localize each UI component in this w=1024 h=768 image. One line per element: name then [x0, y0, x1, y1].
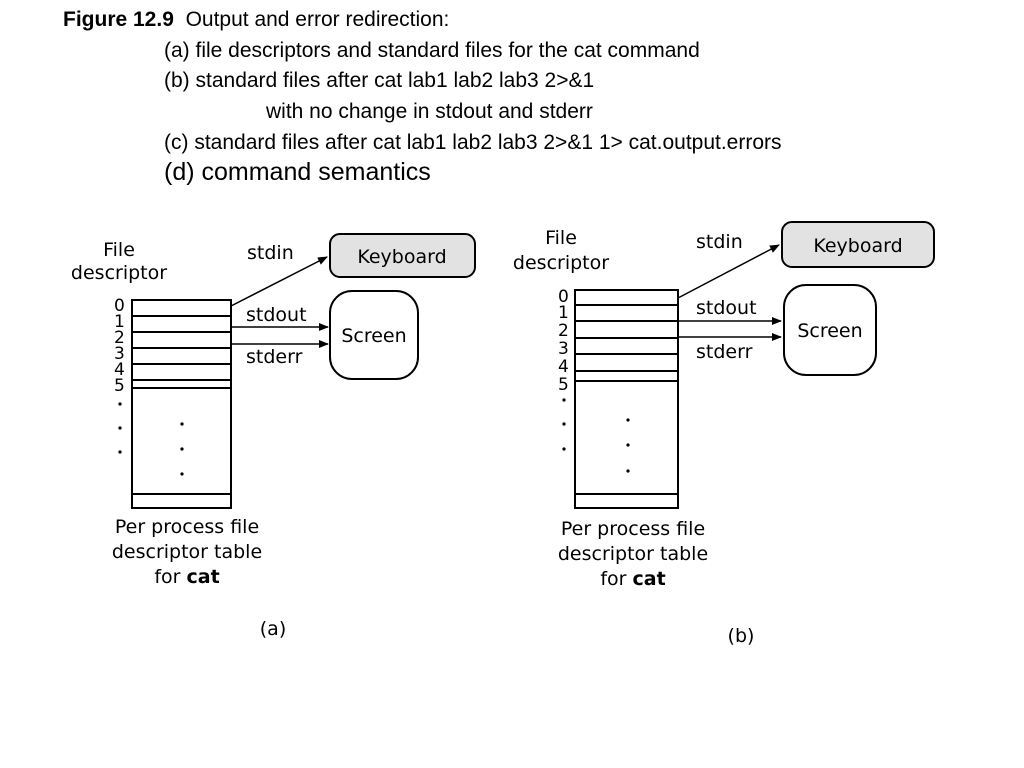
fd-heading-line2: descriptor	[71, 262, 167, 284]
fd-heading-line1: File	[103, 239, 135, 261]
stderr-label: stderr	[246, 346, 303, 368]
fd-number-0: 0	[558, 287, 569, 307]
ellipsis-dot	[118, 426, 122, 430]
stdout-label: stdout	[246, 304, 307, 326]
figure-number: Figure 12.9	[63, 8, 174, 31]
table-caption-line1: Per process file	[561, 518, 705, 540]
fd-number-2: 2	[114, 328, 125, 348]
screen-label: Screen	[341, 325, 406, 347]
table-ellipsis-dot	[626, 418, 630, 422]
fd-table	[131, 299, 232, 509]
panel-a: File descriptor 0 1 2 3 4 5 stdin	[71, 233, 476, 640]
caption-title-line: Figure 12.9 Output and error redirection…	[63, 4, 449, 35]
table-ellipsis-dot	[626, 469, 630, 473]
table-ellipsis-dot	[180, 472, 184, 476]
caption-line-b-cont: with no change in stdout and stderr	[266, 100, 593, 123]
fd-number-1: 1	[114, 312, 125, 332]
panel-label-b: (b)	[728, 625, 755, 647]
panel-label-a: (a)	[260, 618, 286, 640]
fd-number-5: 5	[114, 376, 125, 396]
fd-heading-line2: descriptor	[513, 252, 609, 274]
keyboard-label: Keyboard	[813, 235, 902, 257]
fd-table	[574, 289, 679, 509]
caption-line-d: (d) command semantics	[164, 158, 431, 186]
fd-number-1: 1	[558, 303, 569, 323]
caption-line-a: (a) file descriptors and standard files …	[164, 39, 700, 62]
fd-number-3: 3	[558, 339, 569, 359]
ellipsis-dot	[562, 447, 566, 451]
table-caption-command: cat	[187, 566, 220, 588]
panel-b: File descriptor 0 1 2 3 4 5 stdin stdout…	[513, 221, 935, 647]
ellipsis-dot	[118, 450, 122, 454]
keyboard-label: Keyboard	[357, 246, 446, 268]
fd-number-3: 3	[114, 344, 125, 364]
stdin-label: stdin	[247, 242, 294, 264]
stdin-label: stdin	[696, 231, 743, 253]
fd-heading-line1: File	[545, 227, 577, 249]
screen-box	[783, 284, 877, 376]
ellipsis-dot	[562, 422, 566, 426]
fd-number-4: 4	[114, 360, 125, 380]
table-caption-command: cat	[633, 568, 666, 590]
fd-number-0: 0	[114, 296, 125, 316]
ellipsis-dot	[562, 398, 566, 402]
table-caption-line2: descriptor table	[112, 541, 262, 563]
stdin-arrow	[230, 256, 328, 307]
table-caption-for: for	[154, 566, 180, 588]
fd-number-4: 4	[558, 357, 569, 377]
screen-box	[329, 290, 419, 380]
figure-title: Output and error redirection:	[185, 8, 450, 31]
table-caption-line3: for cat	[154, 566, 219, 588]
ellipsis-dot	[118, 402, 122, 406]
stdin-arrow	[677, 244, 780, 299]
table-caption-line3: for cat	[600, 568, 665, 590]
keyboard-box	[329, 233, 476, 278]
table-caption-for: for	[600, 568, 626, 590]
table-ellipsis-dot	[626, 443, 630, 447]
fd-number-2: 2	[558, 321, 569, 341]
table-caption-line2: descriptor table	[558, 543, 708, 565]
table-ellipsis-dot	[180, 447, 184, 451]
table-caption-line1: Per process file	[115, 516, 259, 538]
caption-line-b: (b) standard files after cat lab1 lab2 l…	[164, 69, 595, 92]
keyboard-box	[781, 221, 935, 268]
caption-line-c: (c) standard files after cat lab1 lab2 l…	[164, 131, 782, 154]
fd-number-5: 5	[558, 375, 569, 395]
screen-label: Screen	[797, 320, 862, 342]
table-ellipsis-dot	[180, 422, 184, 426]
stderr-label: stderr	[696, 341, 753, 363]
stdout-label: stdout	[696, 297, 757, 319]
